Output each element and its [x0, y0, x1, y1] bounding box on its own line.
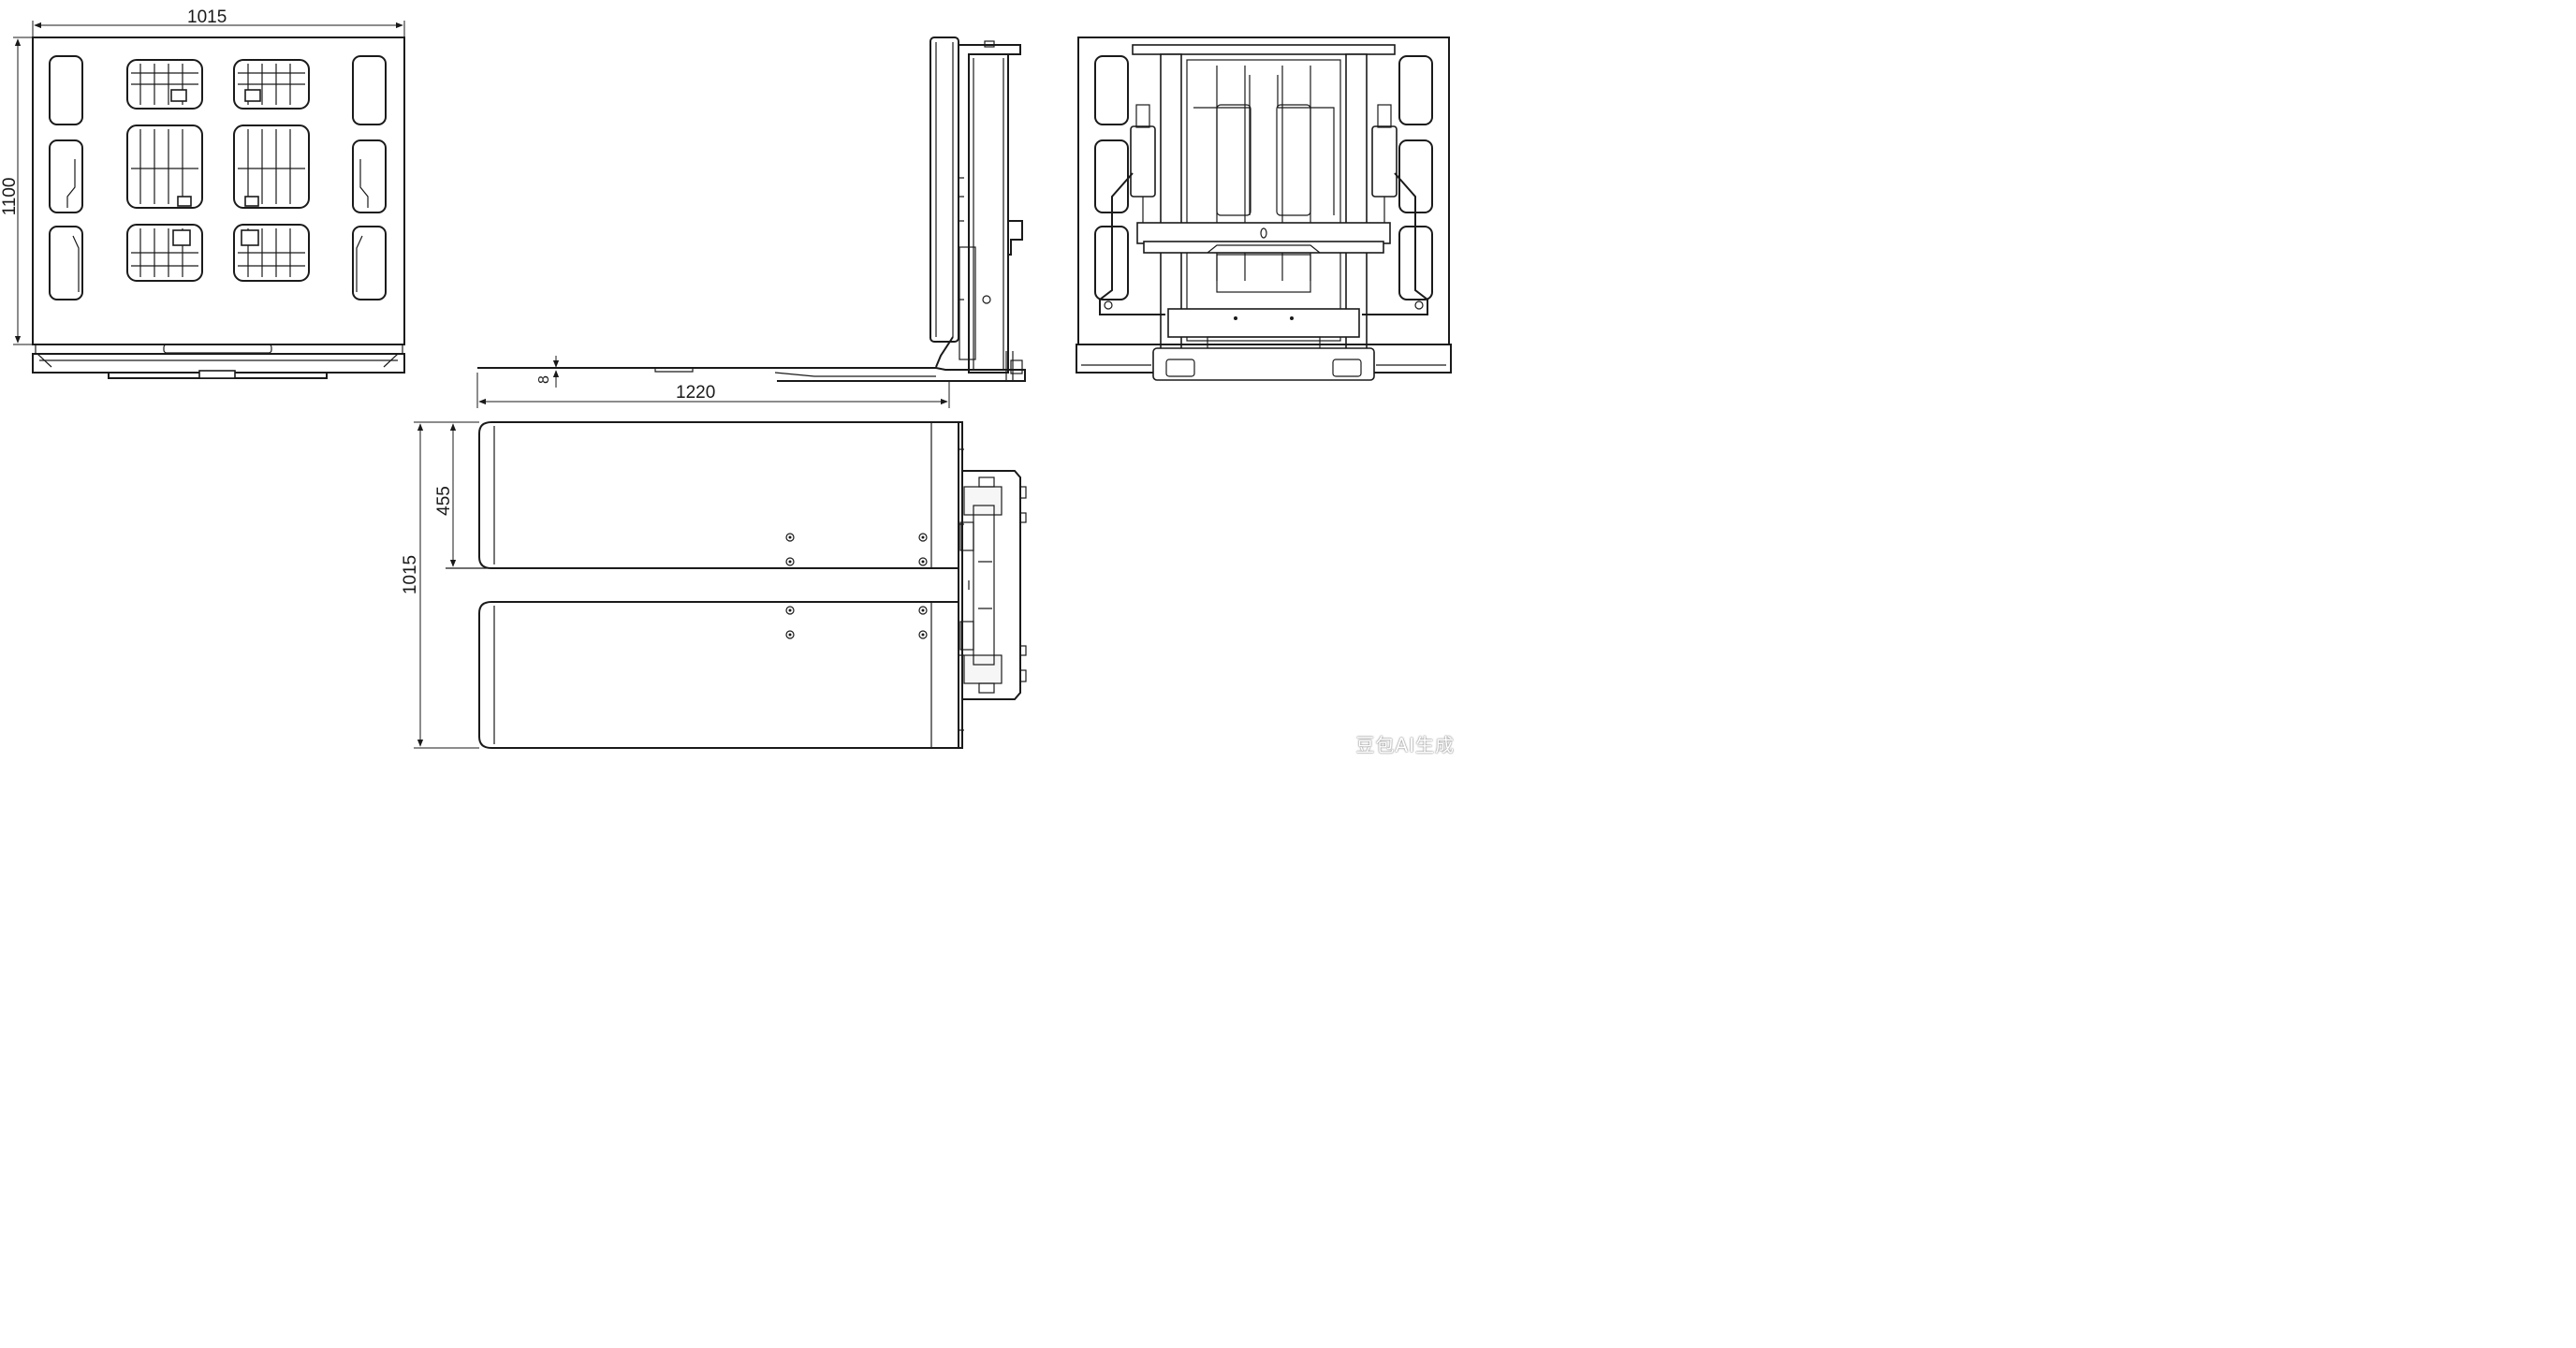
front-window-mr [233, 125, 310, 209]
dim-side-length: 1220 [476, 373, 950, 408]
front-window-bl [126, 224, 203, 282]
dim-front-height: 1100 [0, 37, 32, 345]
front-window-tl [126, 59, 203, 110]
watermark: 豆包AI生成 [1355, 734, 1455, 756]
dim-plan-fork-label: 455 [434, 486, 454, 516]
plan-bolts [785, 533, 928, 639]
dim-plan-total: 1015 [401, 421, 479, 749]
dim-side-thickness-label: 8 [536, 375, 552, 384]
dim-plan-total-label: 1015 [401, 555, 420, 594]
plan-fork-upper [478, 421, 959, 569]
technical-drawing: 1015 1100 [0, 7, 1452, 749]
front-window-tr [233, 59, 310, 110]
front-window-br [233, 224, 310, 282]
dim-plan-fork: 455 [434, 423, 479, 569]
front-plate [32, 37, 405, 345]
plan-fork-lower [478, 601, 959, 749]
side-backrest [929, 37, 959, 343]
dim-side-thickness: 8 [536, 356, 560, 388]
front-view: 1015 1100 [0, 7, 405, 379]
plan-mast [959, 470, 1027, 700]
dim-front-width: 1015 [32, 7, 405, 37]
dim-front-height-label: 1100 [0, 178, 20, 216]
dim-side-length-label: 1220 [676, 383, 715, 403]
front-window-ml [126, 125, 203, 209]
side-view: 8 1220 [476, 37, 1026, 408]
rear-view [1076, 37, 1452, 381]
dim-front-width-label: 1015 [187, 7, 227, 27]
plan-view: 1015 455 [401, 421, 1027, 749]
